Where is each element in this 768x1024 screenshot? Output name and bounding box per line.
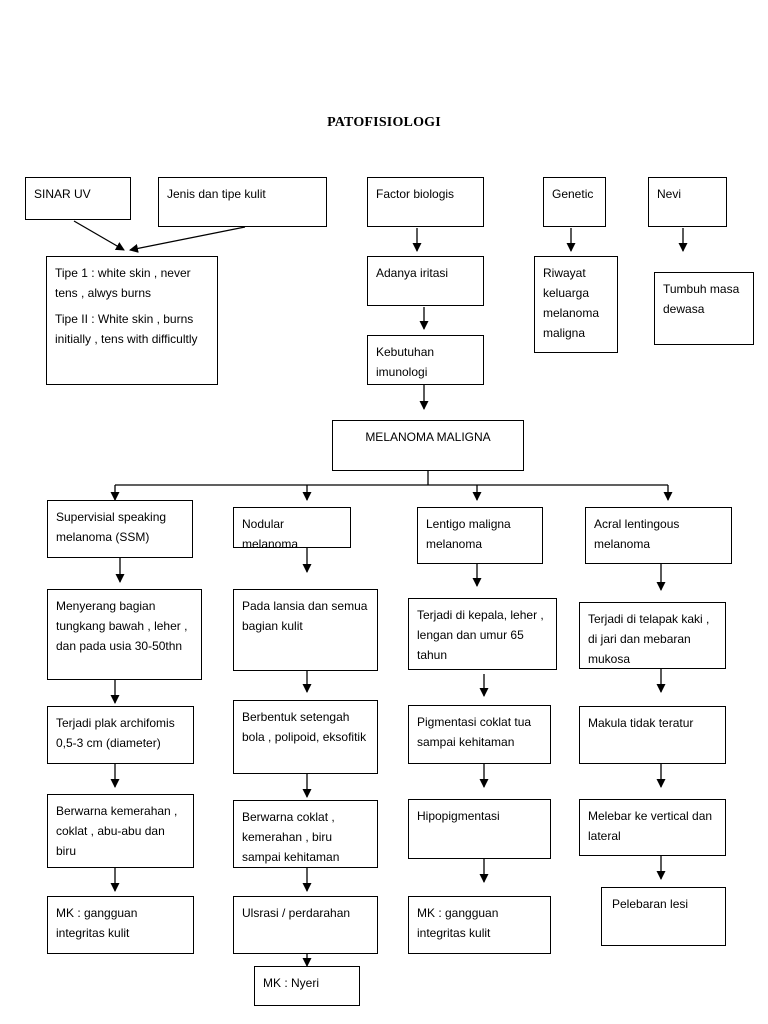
arrow-sinar-to-tipe — [73, 220, 125, 251]
box-ssm-1: Menyerang bagian tungkang bawah , leher … — [47, 589, 202, 680]
box-len-2: Pigmentasi coklat tua sampai kehitaman — [408, 705, 551, 764]
box-acr-1-text: Terjadi di telapak kaki , di jari dan me… — [588, 612, 710, 666]
box-len-3-text: Hipopigmentasi — [417, 809, 500, 823]
box-ssm-3: Berwarna kemerahan , coklat , abu-abu da… — [47, 794, 194, 868]
box-nodular-text: Nodular melanoma — [242, 517, 299, 551]
box-nodular: Nodular melanoma — [233, 507, 351, 551]
box-tumbuh: Tumbuh masa dewasa — [654, 272, 754, 345]
box-adanya-iritasi: Adanya iritasi — [367, 256, 484, 306]
box-lentigo-text: Lentigo maligna melanoma — [426, 517, 511, 551]
box-len-2-text: Pigmentasi coklat tua sampai kehitaman — [417, 715, 532, 749]
box-melanoma-maligna: MELANOMA MALIGNA — [332, 420, 524, 471]
box-factor-biologis: Factor biologis — [367, 177, 484, 227]
box-nevi: Nevi — [648, 177, 727, 227]
box-tipe2-text: Tipe II : White skin , burns initially ,… — [55, 312, 198, 346]
box-melanoma-maligna-text: MELANOMA MALIGNA — [365, 430, 491, 444]
box-acr-2: Makula tidak teratur — [579, 706, 726, 764]
box-ssm-1-text: Menyerang bagian tungkang bawah , leher … — [56, 599, 188, 653]
box-len-4: MK : gangguan integritas kulit — [408, 896, 551, 954]
box-genetic-text: Genetic — [552, 187, 594, 201]
box-nod-5-text: MK : Nyeri — [263, 976, 320, 990]
arrow-jenis-to-tipe — [129, 226, 246, 253]
box-nod-4-text: Ulsrasi / perdarahan — [242, 906, 351, 920]
box-nod-3: Berwarna coklat , kemerahan , biru sampa… — [233, 800, 378, 868]
box-ssm-3-text: Berwarna kemerahan , coklat , abu-abu da… — [56, 804, 178, 858]
box-jenis-kulit: Jenis dan tipe kulit — [158, 177, 327, 227]
box-nevi-text: Nevi — [657, 187, 682, 201]
box-acral-text: Acral lentingous melanoma — [594, 517, 680, 551]
box-riwayat: Riwayat keluarga melanoma maligna — [534, 256, 618, 353]
box-len-3: Hipopigmentasi — [408, 799, 551, 859]
box-sinar-uv: SINAR UV — [25, 177, 131, 220]
box-acr-1: Terjadi di telapak kaki , di jari dan me… — [579, 602, 726, 669]
box-kebutuhan: Kebutuhan imunologi — [367, 335, 484, 385]
box-genetic: Genetic — [543, 177, 606, 227]
box-nod-2: Berbentuk setengah bola , polipoid, ekso… — [233, 700, 378, 774]
box-nod-2-text: Berbentuk setengah bola , polipoid, ekso… — [242, 710, 367, 744]
box-acr-2-text: Makula tidak teratur — [588, 716, 694, 730]
box-nod-1: Pada lansia dan semua bagian kulit — [233, 589, 378, 671]
box-ssm-text: Supervisial speaking melanoma (SSM) — [56, 510, 167, 544]
box-acr-3: Melebar ke vertical dan lateral — [579, 799, 726, 856]
box-nod-4: Ulsrasi / perdarahan — [233, 896, 378, 954]
box-len-1: Terjadi di kepala, leher , lengan dan um… — [408, 598, 557, 670]
box-jenis-kulit-text: Jenis dan tipe kulit — [167, 187, 266, 201]
box-acr-3-text: Melebar ke vertical dan lateral — [588, 809, 713, 843]
box-acr-4-text: Pelebaran lesi — [612, 897, 689, 911]
box-nod-3-text: Berwarna coklat , kemerahan , biru sampa… — [242, 810, 340, 864]
box-ssm-2: Terjadi plak archifomis 0,5-3 cm (diamet… — [47, 706, 194, 764]
box-ssm-4: MK : gangguan integritas kulit — [47, 896, 194, 954]
box-acr-4: Pelebaran lesi — [601, 887, 726, 946]
box-nod-5: MK : Nyeri — [254, 966, 360, 1006]
box-riwayat-text: Riwayat keluarga melanoma maligna — [543, 266, 600, 340]
box-acral: Acral lentingous melanoma — [585, 507, 732, 564]
box-len-4-text: MK : gangguan integritas kulit — [417, 906, 499, 940]
box-ssm: Supervisial speaking melanoma (SSM) — [47, 500, 193, 558]
box-lentigo: Lentigo maligna melanoma — [417, 507, 543, 564]
box-tipe1-text: Tipe 1 : white skin , never tens , alwys… — [55, 266, 191, 300]
box-factor-biologis-text: Factor biologis — [376, 187, 455, 201]
box-nod-1-text: Pada lansia dan semua bagian kulit — [242, 599, 368, 633]
page-title: PATOFISIOLOGI — [327, 115, 441, 130]
box-adanya-iritasi-text: Adanya iritasi — [376, 266, 449, 280]
box-sinar-uv-text: SINAR UV — [34, 187, 91, 201]
box-ssm-2-text: Terjadi plak archifomis 0,5-3 cm (diamet… — [56, 716, 175, 750]
box-tumbuh-text: Tumbuh masa dewasa — [663, 282, 740, 316]
box-tipe-kulit: Tipe 1 : white skin , never tens , alwys… — [46, 256, 218, 385]
box-ssm-4-text: MK : gangguan integritas kulit — [56, 906, 138, 940]
box-len-1-text: Terjadi di kepala, leher , lengan dan um… — [417, 608, 544, 662]
box-kebutuhan-text: Kebutuhan imunologi — [376, 345, 435, 379]
